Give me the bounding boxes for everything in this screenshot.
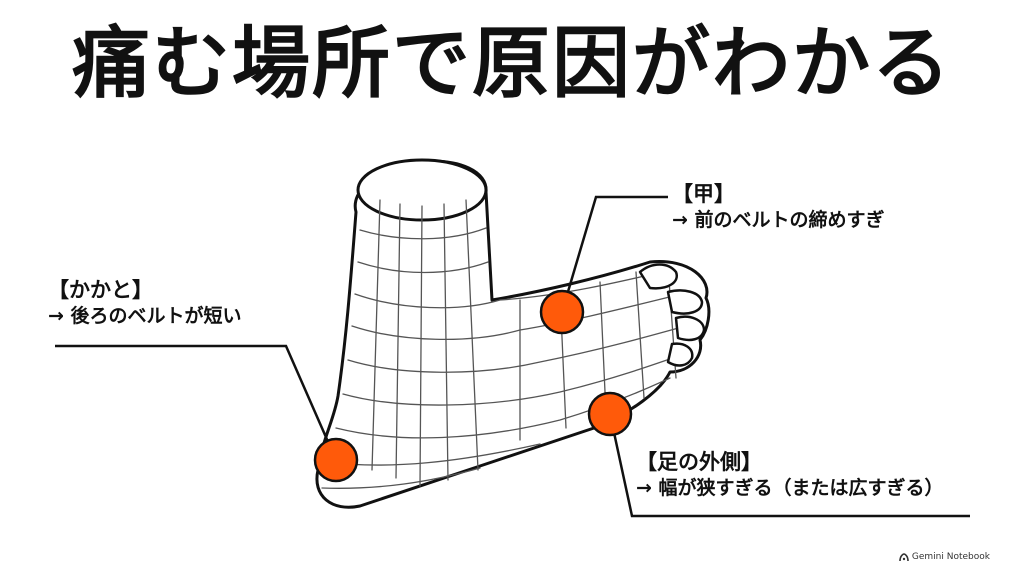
outer-label: 【足の外側】 → 幅が狭すぎる（または広すぎる）: [636, 448, 944, 502]
instep-label-cause: → 前のベルトの締めすぎ: [672, 209, 885, 232]
brand-name: Gemini Notebook: [911, 552, 990, 562]
leader-lines: [55, 195, 970, 518]
outer-marker: [587, 391, 633, 437]
heel-leader-line: [55, 344, 338, 461]
heel-label: 【かかと】 → 後ろのベルトが短い: [48, 276, 242, 330]
page-title: 痛む場所で原因がわかる: [71, 19, 952, 109]
instep-label-heading: 【甲】: [672, 182, 735, 206]
outer-label-cause: → 幅が狭すぎる（または広すぎる）: [636, 477, 944, 500]
brand-watermark: Gemini Notebook: [899, 552, 990, 562]
foot-illustration: [315, 158, 711, 509]
instep-leader-line: [560, 195, 668, 313]
notebook-logo-icon: [899, 552, 909, 561]
outer-leader-line: [608, 413, 970, 518]
heel-label-cause: → 後ろのベルトが短い: [48, 305, 242, 328]
instep-marker: [539, 289, 585, 335]
outer-label-heading: 【足の外側】: [636, 450, 762, 474]
instep-label: 【甲】 → 前のベルトの締めすぎ: [672, 180, 885, 234]
wireframe-lines: [321, 199, 701, 489]
heel-label-heading: 【かかと】: [48, 278, 153, 302]
heel-marker: [313, 437, 359, 483]
pain-markers: [313, 289, 633, 483]
toes: [638, 263, 706, 367]
